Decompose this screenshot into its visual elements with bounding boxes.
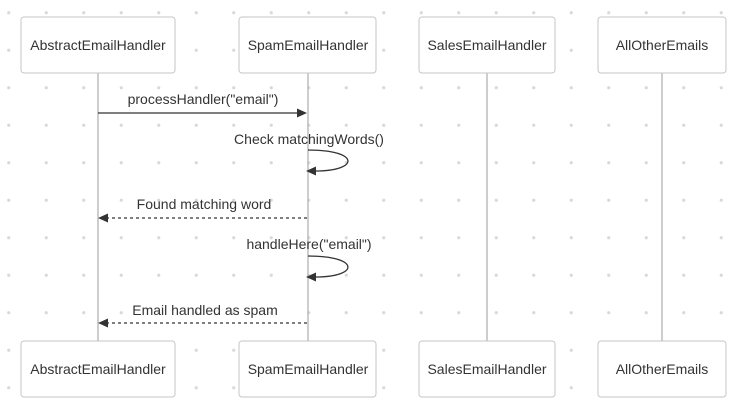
participant-label: AbstractEmailHandler <box>30 361 166 377</box>
self-call-loop <box>307 149 349 172</box>
arrowhead-left <box>98 213 108 223</box>
self-call-loop <box>307 255 349 278</box>
message-label: Check matchingWords() <box>234 131 384 147</box>
message-process-handler: processHandler("email") <box>98 91 307 118</box>
message-label: handleHere("email") <box>246 236 371 252</box>
message-check-matching-words: Check matchingWords() <box>234 131 384 176</box>
arrowhead-left <box>306 166 316 176</box>
participant-header-all-other-emails[interactable]: AllOtherEmails <box>597 16 727 74</box>
participant-footer-abstract-email-handler[interactable]: AbstractEmailHandler <box>20 340 176 398</box>
arrowhead-left <box>98 318 108 328</box>
participant-label: SalesEmailHandler <box>427 361 546 377</box>
participant-header-sales-email-handler[interactable]: SalesEmailHandler <box>418 16 556 74</box>
participant-label: AbstractEmailHandler <box>30 37 166 53</box>
message-label: Found matching word <box>137 196 272 212</box>
message-handle-here: handleHere("email") <box>246 236 372 282</box>
participant-header-abstract-email-handler[interactable]: AbstractEmailHandler <box>20 16 176 74</box>
message-email-handled-as-spam: Email handled as spam <box>98 302 307 328</box>
participant-label: AllOtherEmails <box>616 361 709 377</box>
participant-label: AllOtherEmails <box>616 37 709 53</box>
participant-label: SpamEmailHandler <box>248 37 369 53</box>
participant-footer-sales-email-handler[interactable]: SalesEmailHandler <box>418 340 556 398</box>
participant-label: SpamEmailHandler <box>248 361 369 377</box>
arrowhead-left <box>306 272 316 282</box>
lifelines <box>97 73 663 342</box>
arrowhead-right <box>297 108 307 118</box>
message-label: processHandler("email") <box>128 91 279 107</box>
participant-footer-spam-email-handler[interactable]: SpamEmailHandler <box>238 340 377 398</box>
participant-label: SalesEmailHandler <box>427 37 546 53</box>
message-found-matching-word: Found matching word <box>98 196 307 223</box>
participant-footer-all-other-emails[interactable]: AllOtherEmails <box>597 340 727 398</box>
participant-header-spam-email-handler[interactable]: SpamEmailHandler <box>238 16 377 74</box>
message-label: Email handled as spam <box>132 302 278 318</box>
